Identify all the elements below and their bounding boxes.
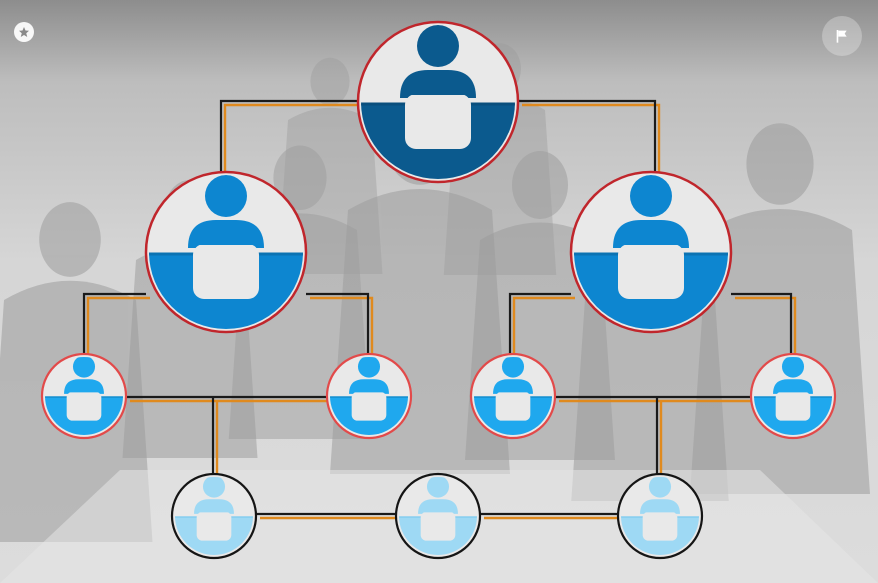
org-node-level-3[interactable] <box>325 352 413 440</box>
flag-button[interactable] <box>822 16 862 56</box>
org-node-level-2[interactable] <box>144 170 308 334</box>
org-node-level-3[interactable] <box>469 352 557 440</box>
connector-top-to-right <box>518 99 661 179</box>
org-node-level-4[interactable] <box>170 472 258 560</box>
org-node-level-4[interactable] <box>394 472 482 560</box>
connector-4a-4b <box>256 512 400 520</box>
org-node-level-1[interactable] <box>356 20 520 184</box>
star-button[interactable] <box>14 22 34 42</box>
connector-drop-4c <box>655 397 663 478</box>
flag-icon <box>836 30 847 43</box>
connector-3a-3b <box>126 395 331 403</box>
org-node-level-2[interactable] <box>569 170 733 334</box>
star-icon <box>19 27 29 37</box>
connector-right-to-3c <box>508 292 575 358</box>
connector-right-to-3d <box>731 292 797 358</box>
connector-4b-4c <box>480 512 622 520</box>
connector-left-to-3a <box>82 292 150 358</box>
org-node-level-3[interactable] <box>40 352 128 440</box>
connector-lines <box>82 99 797 520</box>
connector-left-to-3b <box>306 292 374 358</box>
connector-drop-4a <box>211 397 219 478</box>
org-node-level-3[interactable] <box>749 352 837 440</box>
org-node-level-4[interactable] <box>616 472 704 560</box>
person-silhouette <box>690 123 870 494</box>
connector-top-to-left <box>219 99 363 179</box>
